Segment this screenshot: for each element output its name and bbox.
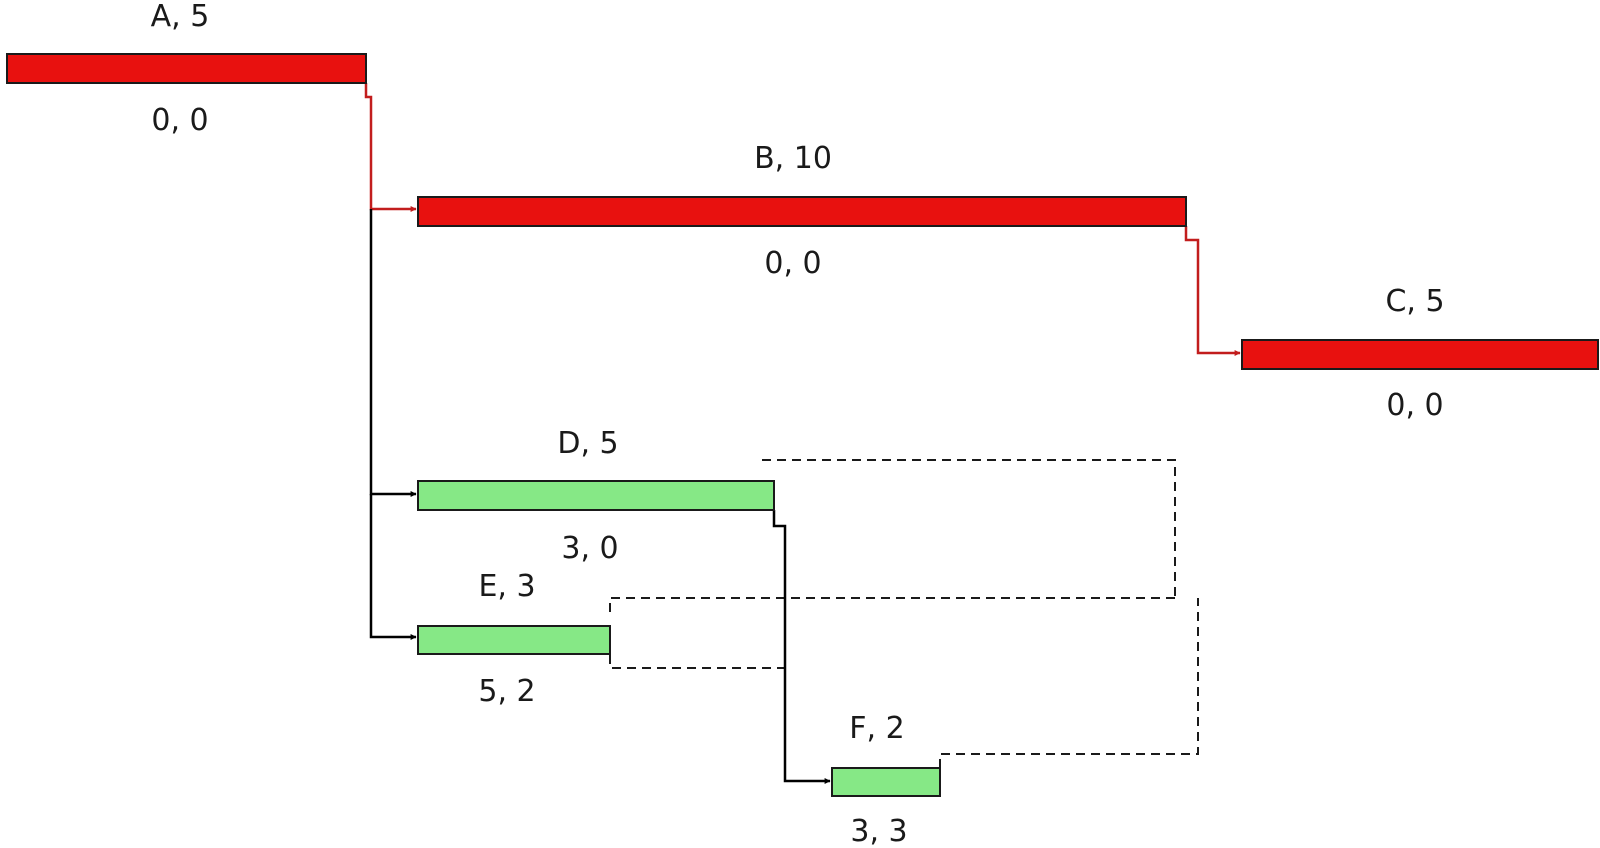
task-f-top-label: F, 2: [849, 711, 904, 746]
task-e-bottom-label: 5, 2: [478, 674, 535, 709]
slack-lines: [609, 459, 1199, 768]
link-a-b: [364, 83, 417, 212]
task-e-bar: [417, 625, 611, 655]
task-d-bar: [417, 480, 775, 511]
slack-line-e-f: [609, 640, 785, 669]
task-c-bottom-label: 0, 0: [1386, 388, 1443, 423]
task-b-bottom-label: 0, 0: [764, 246, 821, 281]
task-c-top-label: C, 5: [1385, 284, 1444, 319]
slack-line-f-c: [939, 598, 1199, 768]
task-f-bar: [831, 767, 941, 797]
task-d: D, 5 3, 0: [417, 426, 775, 566]
task-d-bottom-label: 3, 0: [561, 531, 618, 566]
task-b-bar: [417, 196, 1187, 227]
task-a: A, 5 0, 0: [6, 0, 367, 138]
task-b: B, 10 0, 0: [417, 141, 1187, 281]
link-a-d: [369, 209, 417, 497]
task-f: F, 2 3, 3: [831, 711, 941, 848]
task-c: C, 5 0, 0: [1241, 284, 1599, 423]
task-e-top-label: E, 3: [478, 569, 535, 604]
task-a-top-label: A, 5: [151, 0, 210, 34]
task-c-bar: [1241, 339, 1599, 370]
task-a-bar: [6, 53, 367, 84]
task-f-bottom-label: 3, 3: [850, 814, 907, 848]
task-e: E, 3 5, 2: [417, 569, 611, 709]
task-d-top-label: D, 5: [557, 426, 618, 461]
slack-line-d-c: [762, 459, 1176, 598]
task-a-bottom-label: 0, 0: [151, 103, 208, 138]
slack-line-e-c: [609, 597, 1175, 612]
task-b-top-label: B, 10: [754, 141, 832, 176]
dependency-links: [364, 83, 1241, 784]
link-d-f: [772, 510, 831, 784]
link-a-e: [369, 494, 417, 640]
link-b-c: [1184, 226, 1241, 356]
